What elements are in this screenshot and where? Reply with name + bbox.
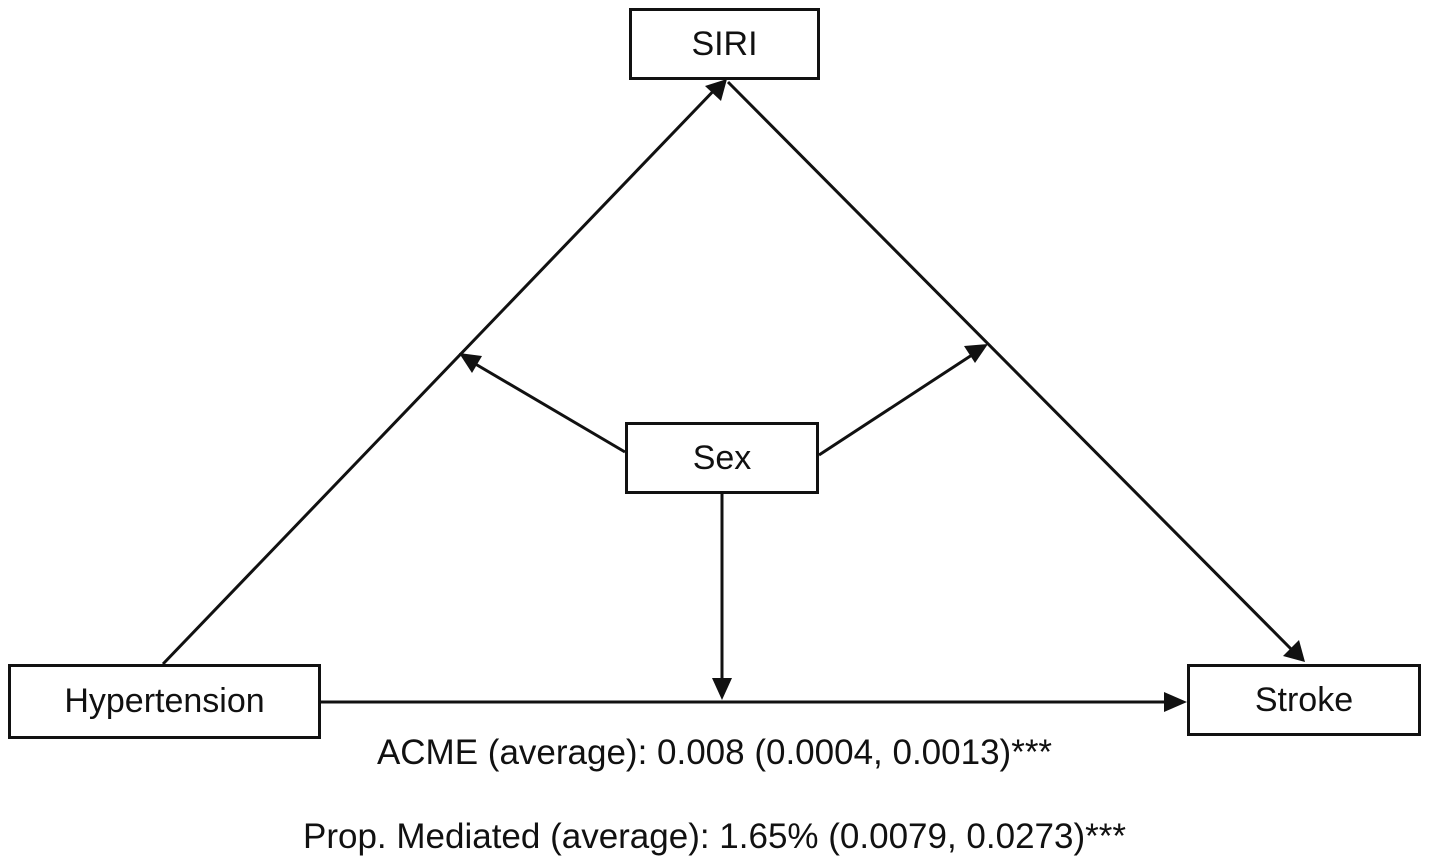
node-stroke-label: Stroke (1254, 680, 1354, 719)
edge-siri-to-stroke (726, 80, 1300, 658)
node-sex-label: Sex (692, 438, 752, 477)
acme-statistic: ACME (average): 0.008 (0.0004, 0.0013)**… (376, 733, 1053, 772)
edge-sex-to-left-path (471, 360, 626, 454)
arrowhead-bottom-path (712, 678, 732, 700)
node-siri: SIRI (629, 8, 820, 80)
node-sex: Sex (625, 422, 819, 494)
edge-sex-to-right-path (818, 351, 976, 457)
arrowhead-stroke-horizontal (1164, 692, 1187, 712)
node-hypertension: Hypertension (8, 664, 321, 739)
arrowhead-stroke-diagonal (1283, 640, 1305, 662)
edge-hypertension-to-siri (161, 80, 724, 666)
proportion-mediated-statistic: Prop. Mediated (average): 1.65% (0.0079,… (302, 817, 1126, 856)
node-stroke: Stroke (1187, 664, 1421, 736)
node-hypertension-label: Hypertension (64, 682, 265, 720)
arrowhead-left-path (459, 353, 482, 373)
arrowhead-right-path (964, 344, 988, 363)
arrowhead-siri (705, 79, 727, 101)
node-siri-label: SIRI (691, 24, 758, 63)
